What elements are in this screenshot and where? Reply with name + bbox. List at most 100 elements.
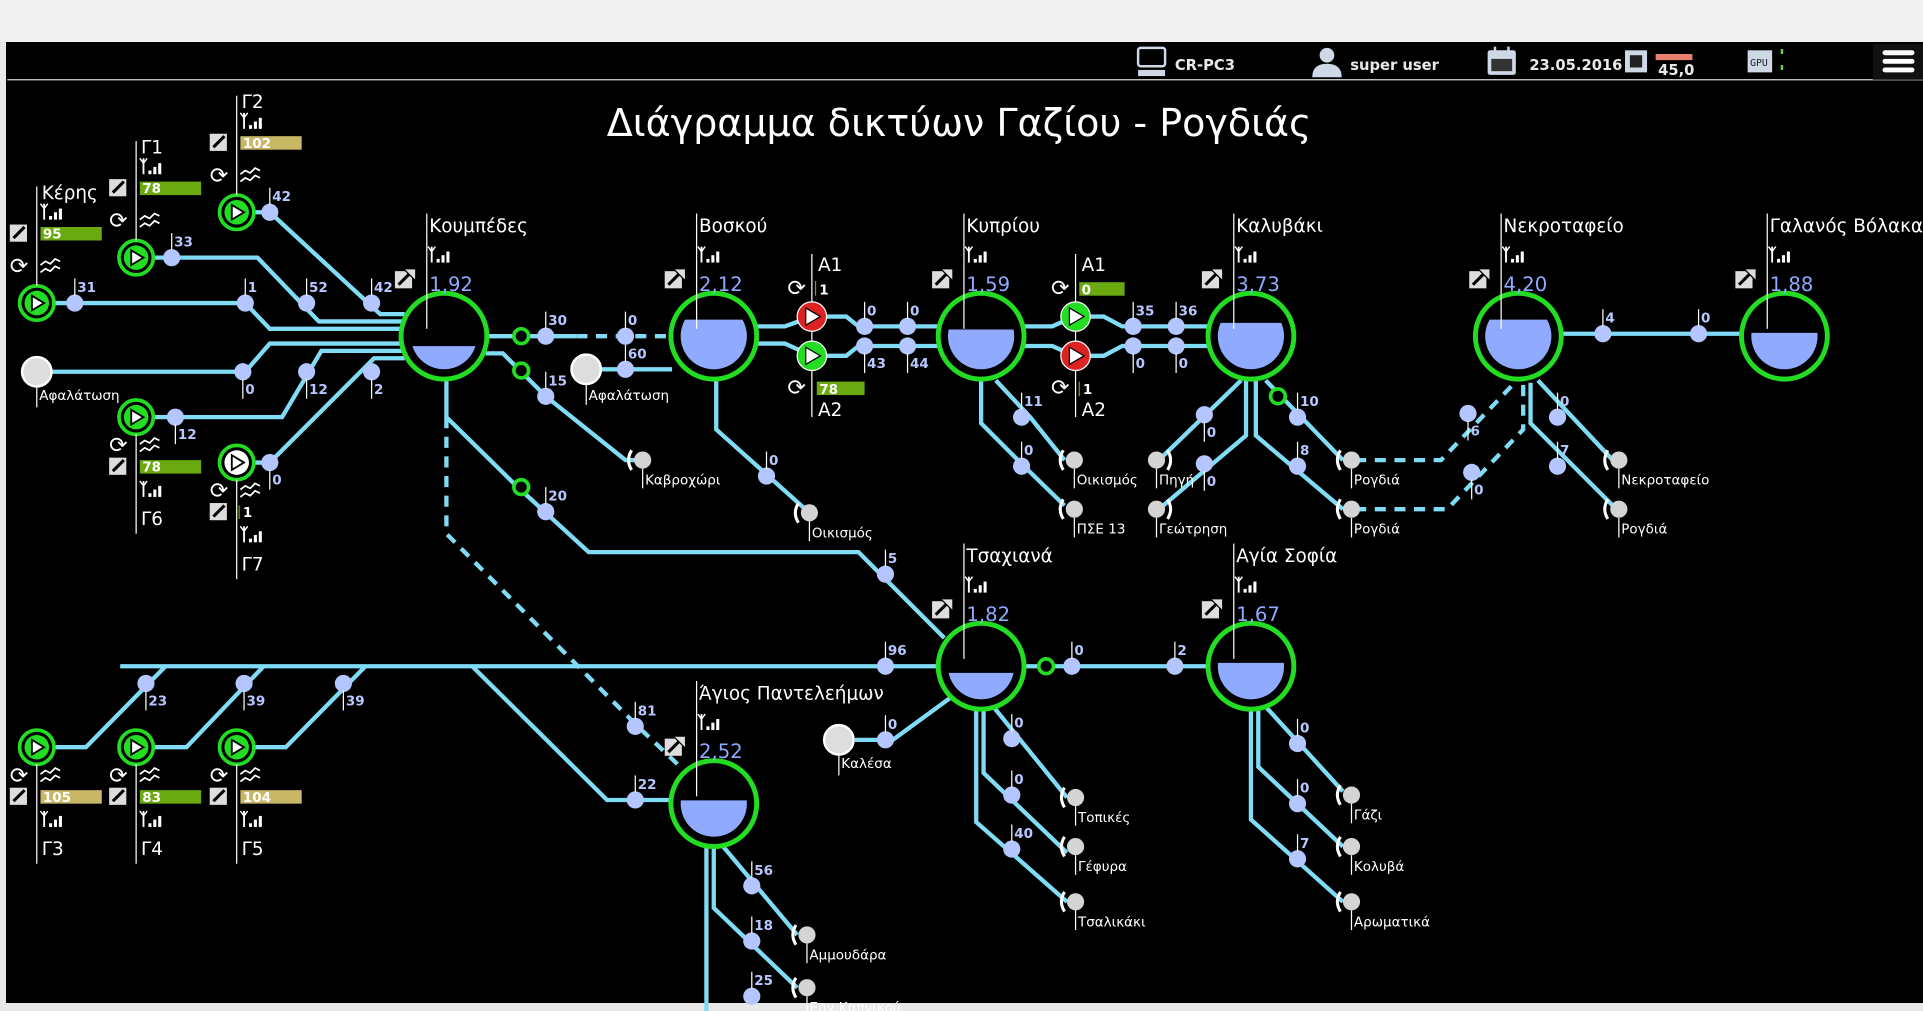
flow-meter[interactable]: 0 [1288, 718, 1309, 753]
consumer[interactable]: Ρογδιά [1335, 449, 1400, 489]
open-detail-icon[interactable] [9, 787, 27, 805]
refresh-icon[interactable]: ⟳ [109, 764, 127, 789]
open-detail-icon[interactable] [1201, 268, 1224, 289]
consumer[interactable]: Οικισμός [1058, 449, 1138, 489]
open-detail-icon[interactable] [932, 598, 954, 619]
flow-meter[interactable]: 36 [1167, 301, 1198, 335]
consumer[interactable]: Γάζι [1335, 784, 1383, 824]
open-detail-icon[interactable] [664, 268, 687, 289]
consumer[interactable]: Γέφυρα [1059, 835, 1127, 875]
pump-icon[interactable] [217, 728, 256, 767]
open-detail-icon[interactable] [1469, 268, 1491, 289]
pump-a1-icon[interactable] [796, 301, 828, 332]
flow-meter[interactable]: 20 [537, 487, 567, 521]
flow-meter[interactable]: 0 [1195, 406, 1216, 442]
flow-meter[interactable]: 44 [898, 337, 929, 373]
flow-meter[interactable]: 23 [137, 674, 167, 711]
flow-meter[interactable]: 39 [235, 674, 265, 711]
flow-meter[interactable]: 0 [898, 301, 919, 335]
hamburger-menu-icon[interactable] [1872, 44, 1923, 80]
flow-meter[interactable]: 52 [298, 278, 328, 312]
flow-meter[interactable]: 43 [856, 337, 886, 373]
flow-meter[interactable]: 18 [743, 916, 773, 950]
open-detail-icon[interactable] [109, 457, 127, 475]
flow-meter[interactable]: 42 [363, 278, 393, 312]
flow-meter[interactable]: 0 [1463, 463, 1484, 500]
flow-meter[interactable]: 5 [876, 549, 897, 583]
consumer[interactable]: Αμμουδάρα [791, 924, 887, 963]
refresh-icon[interactable]: ⟳ [109, 434, 127, 459]
consumer[interactable]: Ρογδιά [1335, 498, 1400, 538]
valve-icon[interactable] [1268, 387, 1288, 406]
pump-icon[interactable] [117, 238, 156, 277]
refresh-icon[interactable]: ⟳ [109, 209, 127, 234]
flow-meter[interactable]: 0 [1548, 392, 1569, 426]
flow-meter[interactable]: 35 [1124, 301, 1155, 335]
pump-icon[interactable] [117, 398, 156, 437]
pump-icon[interactable] [217, 193, 256, 232]
source-afalatosi-2[interactable]: Αφαλάτωση [570, 353, 670, 405]
valve-icon[interactable] [512, 361, 531, 380]
pump-icon[interactable] [117, 728, 156, 767]
pump-icon[interactable] [17, 728, 56, 767]
flow-meter[interactable]: 2 [1166, 641, 1187, 675]
consumer[interactable]: Τοπικές [1059, 786, 1130, 826]
valve-icon[interactable] [1036, 657, 1056, 676]
trend-icon[interactable] [39, 257, 61, 274]
consumer[interactable]: Τσαλικάκι [1059, 891, 1146, 930]
open-detail-icon[interactable] [209, 787, 227, 805]
consumer[interactable]: Ρογδιά [1603, 498, 1668, 538]
pump-a2-icon[interactable] [1060, 340, 1091, 372]
flow-meter[interactable]: 0 [1003, 714, 1024, 748]
flow-meter[interactable]: 0 [757, 451, 778, 485]
consumer[interactable]: ΠΣΕ 13 [1058, 498, 1125, 538]
consumer[interactable]: Κολυβά [1335, 835, 1404, 875]
refresh-icon[interactable]: ⟳ [210, 479, 228, 504]
trend-icon[interactable] [139, 767, 160, 783]
open-detail-icon[interactable] [1201, 598, 1224, 619]
flow-meter[interactable]: 81 [626, 701, 657, 735]
flow-meter[interactable]: 0 [876, 715, 897, 749]
flow-meter[interactable]: 2 [363, 363, 383, 399]
flow-meter[interactable]: 7 [1548, 441, 1569, 475]
flow-meter[interactable]: 0 [856, 301, 876, 335]
flow-meter[interactable]: 60 [616, 344, 647, 378]
open-detail-icon[interactable] [209, 133, 227, 151]
flow-meter[interactable]: 10 [1288, 392, 1319, 426]
flow-meter[interactable]: 4 [1594, 309, 1615, 343]
trend-icon[interactable] [239, 767, 261, 783]
trend-icon[interactable] [39, 767, 61, 783]
consumer[interactable]: Αρωματικά [1335, 891, 1430, 930]
flow-meter[interactable]: 1 [236, 278, 257, 312]
flow-meter[interactable]: 25 [743, 971, 773, 1005]
trend-icon[interactable] [139, 436, 160, 453]
source-afalatosi-1[interactable]: Αφαλάτωση [20, 355, 120, 408]
consumer[interactable]: Οικισμός [793, 502, 873, 541]
flow-meter[interactable]: 56 [743, 861, 773, 895]
flow-meter[interactable]: 0 [1063, 641, 1084, 675]
open-detail-icon[interactable] [664, 735, 687, 756]
flow-meter[interactable]: 6 [1459, 404, 1480, 441]
open-detail-icon[interactable] [109, 179, 127, 197]
user-name[interactable]: super user [1350, 57, 1439, 74]
flow-meter[interactable]: 40 [1003, 824, 1033, 858]
flow-meter[interactable]: 12 [166, 408, 197, 445]
flow-meter[interactable]: 42 [261, 187, 291, 221]
flow-meter[interactable]: 0 [1003, 770, 1024, 804]
refresh-icon[interactable]: ⟳ [210, 164, 228, 189]
flow-meter[interactable]: 0 [234, 363, 255, 399]
consumer[interactable]: Γεώτρηση [1147, 498, 1227, 538]
consumer[interactable]: Πηγή [1147, 449, 1194, 489]
flow-meter[interactable]: 0 [616, 311, 637, 345]
source-kalesa[interactable]: Καλέσα [822, 723, 892, 776]
flow-meter[interactable]: 33 [163, 233, 193, 267]
flow-meter[interactable]: 30 [537, 311, 567, 345]
